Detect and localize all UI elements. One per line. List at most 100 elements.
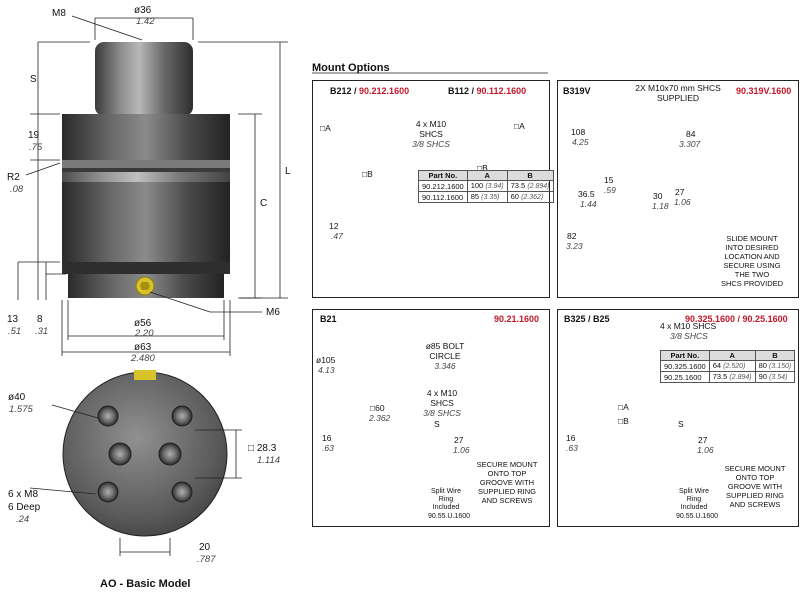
dim-d56-inch: 2.20	[135, 328, 154, 339]
dim-28-3: □ 28.3	[248, 443, 277, 454]
b319v-dim-108: 108	[571, 127, 586, 137]
panel-b319v	[557, 80, 799, 298]
side-view-dimensions	[17, 15, 288, 356]
b319v-dim-82: 82	[567, 231, 577, 241]
thread-m8-label: M8	[52, 8, 66, 19]
b21-dim-60-inch: 2.362	[369, 413, 391, 423]
b21-dim-16-inch: .63	[322, 443, 334, 453]
dim-s: S	[30, 74, 37, 85]
receiver-side-view	[62, 42, 230, 298]
b319v-dim-15: 15	[604, 175, 614, 185]
b21-dim-16: 16	[322, 433, 332, 443]
b325-dim-s: S	[678, 419, 684, 429]
dim-d40: ø40	[8, 392, 26, 403]
b21-dim-60: □60	[370, 403, 385, 413]
b325-ring-part: 90.55.U.1600	[675, 513, 719, 520]
b21-bolt-circle: ø85 BOLT	[425, 341, 465, 351]
b325-screws: 4 x M10 SHCS	[660, 321, 717, 331]
deep-inch: .24	[16, 514, 30, 525]
b21-shcs-inch: 3/8 SHCS	[423, 408, 461, 418]
receiver-top-view	[62, 370, 228, 537]
dim-8: 8	[37, 314, 43, 325]
b319v-dim-84-inch: 3.307	[679, 139, 701, 149]
panel-b325	[557, 309, 799, 527]
b212-dim-b: □B	[362, 169, 373, 179]
caption: AO - Basic Model	[100, 578, 191, 590]
b212-shcs: SHCS	[419, 129, 443, 139]
b21-bolt-circle-inch: 3.346	[434, 361, 456, 371]
dim-r2-inch: .08	[10, 184, 24, 195]
b21-dim-d105: ø105	[316, 355, 336, 365]
b21-dim-27-inch: 1.06	[453, 445, 470, 455]
dim-d56: ø56	[134, 318, 152, 329]
b319v-dim-84: 84	[686, 129, 696, 139]
b325-dim-16: 16	[566, 433, 576, 443]
b21-shcs: SHCS	[430, 398, 454, 408]
b112-header: B112 / 90.112.1600	[448, 86, 527, 96]
b212-dim-12-inch: .47	[331, 231, 343, 241]
b212-shcs-inch: 3/8 SHCS	[412, 139, 450, 149]
dim-19-inch: .75	[29, 142, 43, 153]
b319v-dim-15-inch: .59	[604, 185, 616, 195]
b319v-shcs: 2X M10x70 mm SHCS	[635, 83, 721, 93]
dim-c: C	[260, 198, 268, 209]
dim-20-inch: .787	[197, 554, 216, 565]
b319v-dim-36-5: 36.5	[578, 189, 595, 199]
b325-part-number: 90.325.1600 / 90.25.1600	[685, 314, 788, 324]
b319v-dim-27: 27	[675, 187, 685, 197]
dim-d40-inch: 1.575	[9, 404, 33, 415]
b319v-dim-27-inch: 1.06	[674, 197, 691, 207]
top-view-dimensions	[29, 404, 242, 556]
dim-d63-inch: 2.480	[131, 353, 155, 364]
dim-13-inch: .51	[8, 326, 22, 337]
b325-header: B325 / B25	[564, 314, 610, 324]
deep-label: 6 Deep	[8, 502, 41, 513]
b319v-dim-108-inch: 4.25	[572, 137, 589, 147]
b21-header: B21	[320, 314, 337, 324]
b319v-dim-82-inch: 3.23	[566, 241, 583, 251]
b112-dim-a: □A	[514, 121, 525, 131]
b21-part-number: 90.21.1600	[494, 314, 540, 324]
dim-20: 20	[199, 542, 211, 553]
b319v-dim-30: 30	[653, 191, 663, 201]
b21-dim-s: S	[434, 419, 440, 429]
b21-dim-27: 27	[454, 435, 464, 445]
panel-b21	[312, 309, 550, 527]
b325-shcs-inch: 3/8 SHCS	[670, 331, 708, 341]
mount-options-title: Mount Options	[312, 62, 390, 74]
dim-r2: R2	[7, 172, 20, 183]
b325-dim-27: 27	[698, 435, 708, 445]
b325-dim-16-inch: .63	[566, 443, 578, 453]
b325-dim-b: □B	[618, 416, 629, 426]
b212-dim-12: 12	[329, 221, 339, 231]
b21-bolt-circle-2: CIRCLE	[429, 351, 461, 361]
dim-l: L	[285, 166, 291, 177]
dim-d36-inch: 1.42	[136, 16, 155, 27]
b325-dim-a: □A	[618, 402, 629, 412]
b319v-part-number: 90.319V.1600	[736, 86, 792, 96]
b319v-header: B319V	[563, 86, 591, 96]
b21-dim-d105-inch: 4.13	[318, 365, 335, 375]
b212-screws: 4 x M10	[415, 119, 447, 129]
b112-dim-b: □B	[477, 163, 488, 173]
dim-d63: ø63	[134, 342, 152, 353]
b325-dim-27-inch: 1.06	[697, 445, 714, 455]
b21-screws: 4 x M10	[426, 388, 458, 398]
dim-d36: ø36	[134, 5, 152, 16]
b21-ring-part: 90.55.U.1600	[427, 513, 471, 520]
b319v-dim-30-inch: 1.18	[652, 201, 669, 211]
b212-dim-a: □A	[320, 123, 331, 133]
dim-28-3-inch: 1.114	[257, 455, 281, 466]
dim-8-inch: .31	[35, 326, 49, 337]
b212-header: B212 / 90.212.1600	[330, 86, 410, 96]
